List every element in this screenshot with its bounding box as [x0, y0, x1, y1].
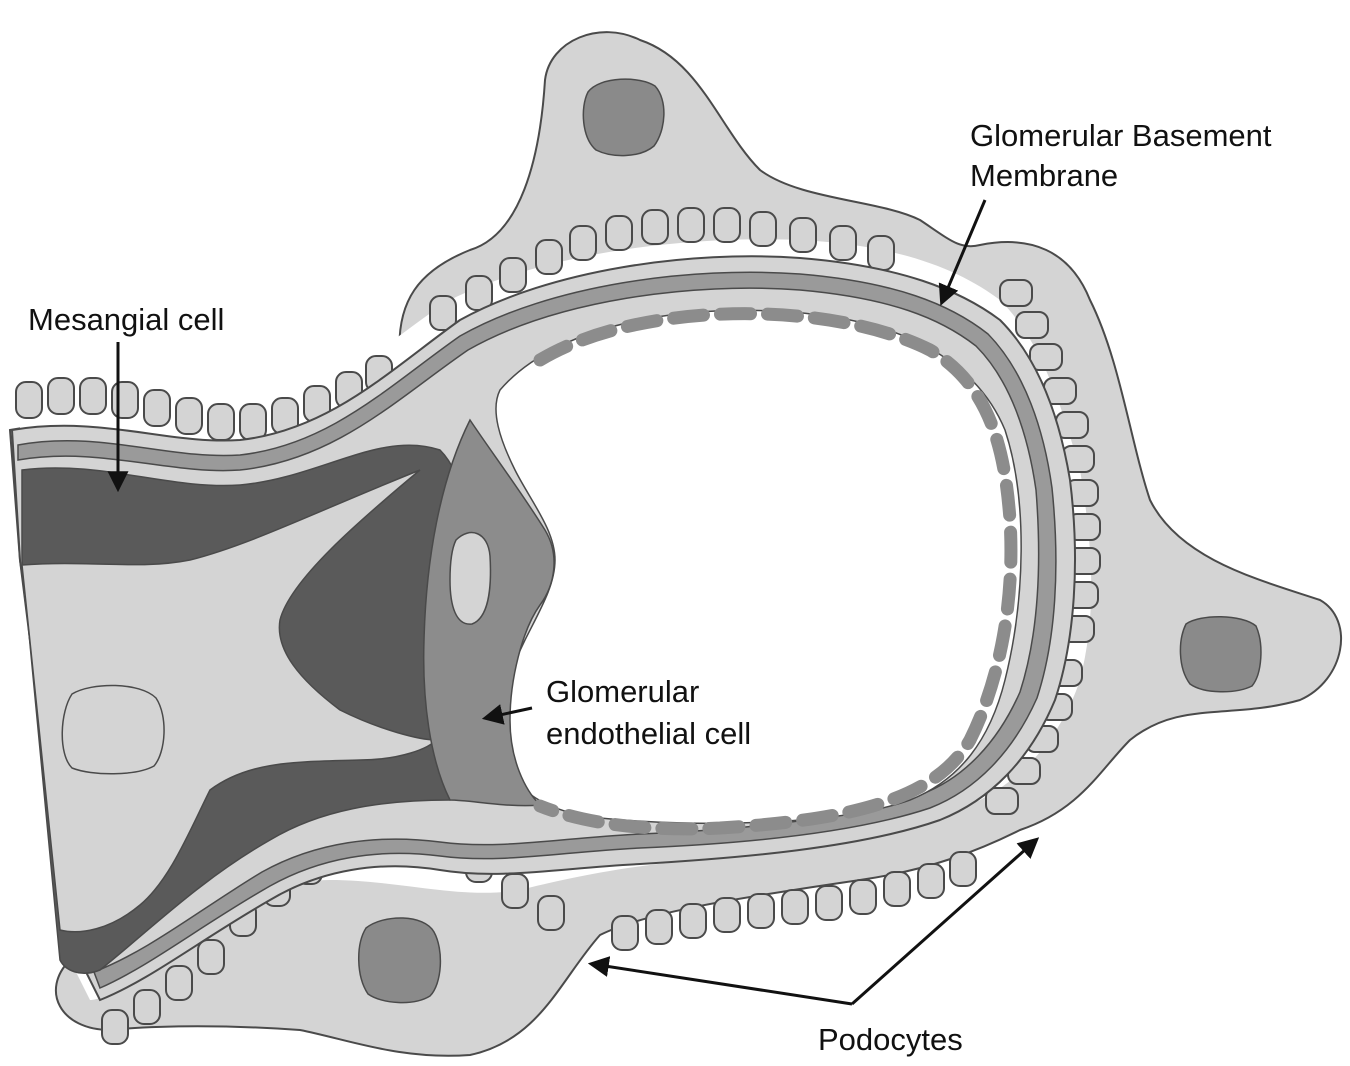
label-gbm-line2: Membrane — [970, 158, 1118, 193]
podocyte-nucleus-right — [1180, 617, 1261, 692]
podocyte-nucleus-top — [583, 79, 664, 155]
label-endothelial-line1: Glomerular — [546, 674, 699, 709]
podocyte-nucleus-bottom — [359, 918, 441, 1003]
label-mesangial: Mesangial cell — [28, 302, 224, 337]
endothelial-nucleus — [450, 533, 490, 625]
mesangial-nucleus — [62, 685, 164, 773]
label-podocytes: Podocytes — [818, 1022, 963, 1057]
arrow-podocytes-left — [592, 964, 852, 1004]
label-endothelial-line2: endothelial cell — [546, 716, 751, 751]
label-gbm-line1: Glomerular Basement — [970, 118, 1272, 153]
